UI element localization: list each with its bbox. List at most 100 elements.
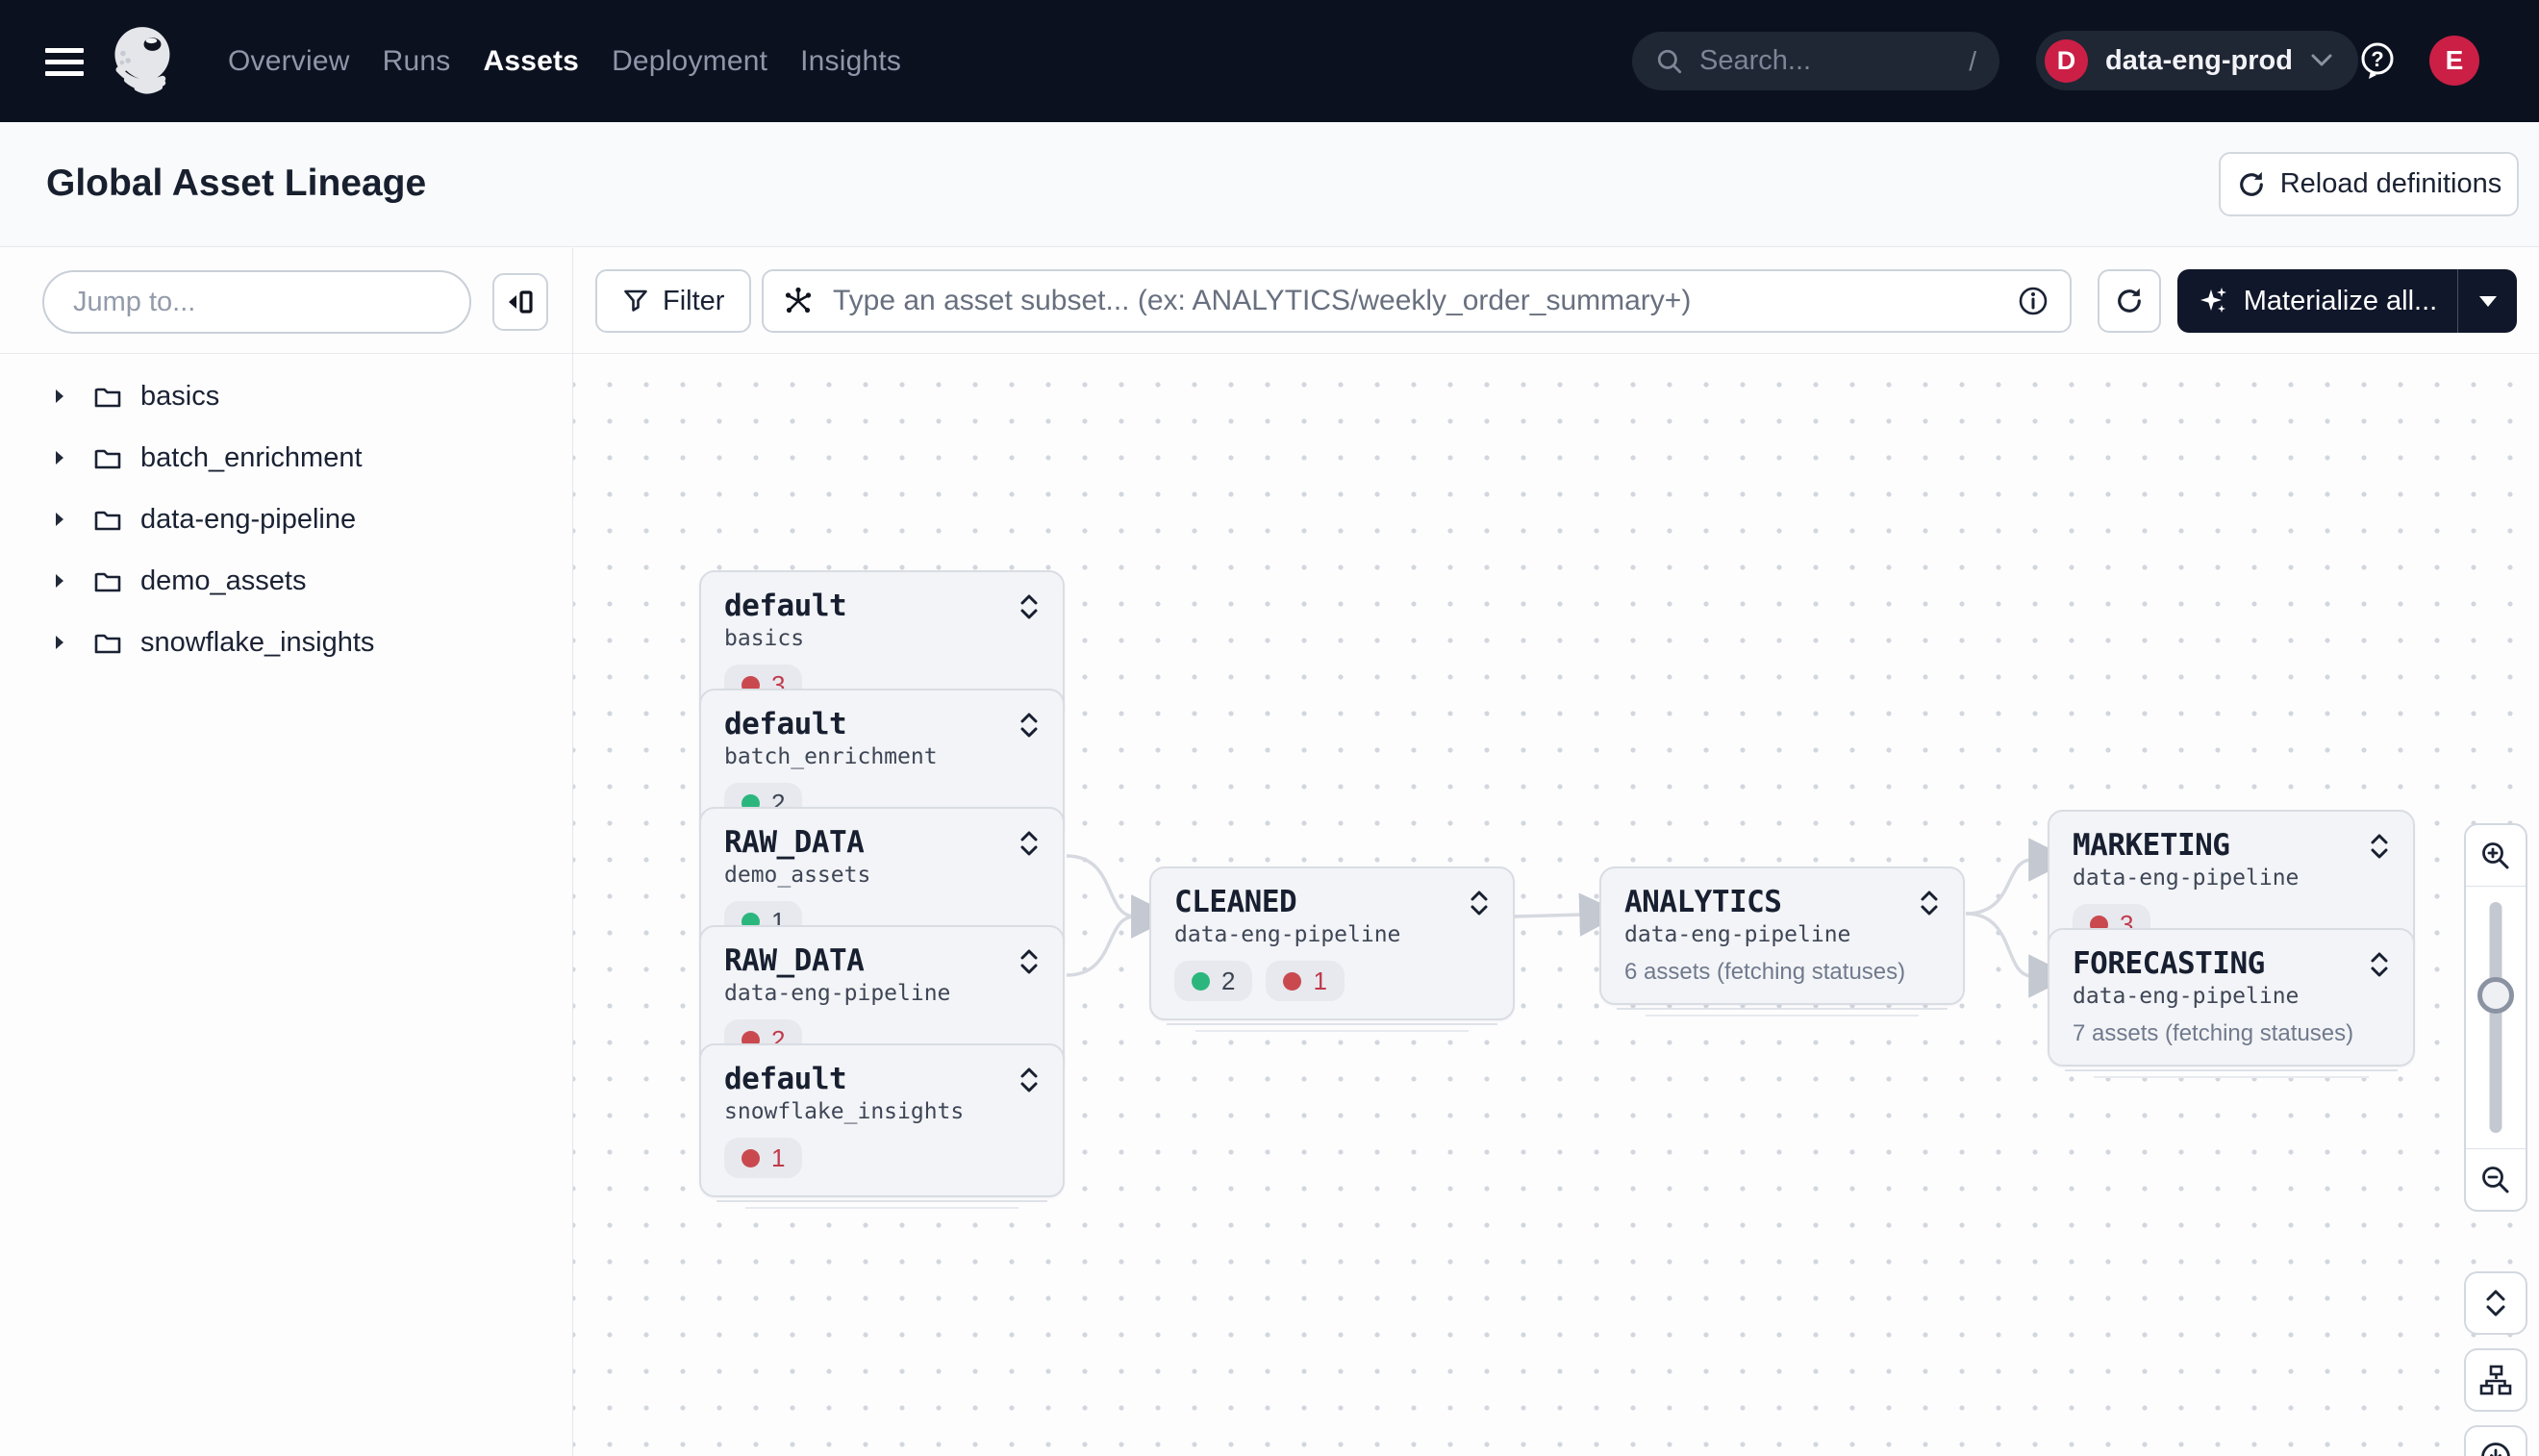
error-dot-icon — [742, 1148, 760, 1167]
expand-all-button[interactable] — [2464, 1271, 2527, 1335]
reload-definitions-button[interactable]: Reload definitions — [2219, 152, 2519, 216]
nav-item-deployment[interactable]: Deployment — [612, 44, 768, 77]
expand-collapse-icon[interactable] — [1469, 889, 1490, 917]
filter-button[interactable]: Filter — [595, 269, 752, 333]
materialize-all-button[interactable]: Materialize all... — [2177, 269, 2457, 333]
chevron-down-icon — [2311, 54, 2332, 66]
group-title: default — [724, 589, 847, 623]
tree-item-label: snowflake_insights — [140, 626, 375, 658]
sidebar-top — [0, 248, 572, 354]
error-dot-icon — [1283, 971, 1302, 991]
group-node-default-snowflake-insights[interactable]: default snowflake_insights 1 — [699, 1043, 1065, 1209]
group-title: FORECASTING — [2073, 946, 2265, 981]
group-repo: data-eng-pipeline — [1624, 922, 1851, 947]
zoom-in-icon — [2482, 841, 2509, 868]
group-repo: data-eng-pipeline — [2073, 866, 2300, 891]
zoom-slider-track[interactable] — [2489, 902, 2502, 1133]
group-title: CLEANED — [1174, 885, 1297, 919]
tree-item-demo-assets[interactable]: demo_assets — [0, 550, 572, 612]
group-repo: data-eng-pipeline — [724, 981, 951, 1006]
zoom-out-button[interactable] — [2466, 1148, 2526, 1210]
user-avatar[interactable]: E — [2429, 36, 2479, 86]
refresh-icon — [2118, 288, 2141, 313]
caret-right-icon[interactable] — [54, 634, 65, 651]
group-node-cleaned[interactable]: CLEANED data-eng-pipeline 2 1 — [1149, 866, 1515, 1032]
asset-count-note: 7 assets (fetching statuses) — [2073, 1020, 2354, 1046]
group-repo: batch_enrichment — [724, 744, 938, 769]
search-icon — [1657, 49, 1682, 73]
info-icon[interactable] — [2018, 286, 2049, 316]
filter-funnel-icon — [624, 289, 647, 312]
asset-subset-input[interactable] — [762, 269, 2072, 333]
success-dot-icon — [1192, 971, 1210, 991]
refresh-graph-button[interactable] — [2098, 269, 2161, 333]
main-area: basics batch_enrichment data-eng-pipelin… — [0, 248, 2539, 1456]
nav-item-runs[interactable]: Runs — [382, 44, 451, 77]
tree-item-label: batch_enrichment — [140, 441, 363, 473]
expand-collapse-icon[interactable] — [1018, 592, 1040, 621]
tree-item-label: demo_assets — [140, 565, 307, 596]
expand-collapse-icon[interactable] — [2369, 832, 2390, 861]
group-title: default — [724, 707, 847, 741]
download-image-button[interactable] — [2464, 1425, 2527, 1456]
caret-down-icon — [2478, 295, 2497, 307]
expand-collapse-icon[interactable] — [1018, 1066, 1040, 1094]
folder-icon — [92, 505, 123, 534]
group-title: ANALYTICS — [1624, 885, 1782, 919]
group-repo: data-eng-pipeline — [1174, 922, 1401, 947]
folder-icon — [92, 628, 123, 657]
expand-collapse-icon[interactable] — [1018, 711, 1040, 740]
expand-collapse-icon[interactable] — [2369, 950, 2390, 979]
unfold-vertical-icon — [2486, 1290, 2505, 1317]
collapse-panel-icon — [509, 290, 533, 314]
svg-text:?: ? — [2371, 47, 2383, 71]
caret-right-icon[interactable] — [54, 449, 65, 466]
tree-item-basics[interactable]: basics — [0, 365, 572, 427]
zoom-controls — [2464, 823, 2527, 1212]
lineage-canvas[interactable]: Filter — [573, 248, 2539, 1456]
materialize-options-button[interactable] — [2457, 269, 2517, 333]
relayout-graph-button[interactable] — [2464, 1348, 2527, 1412]
expand-collapse-icon[interactable] — [1018, 829, 1040, 858]
asset-subset-search — [762, 269, 2072, 333]
group-repo: data-eng-pipeline — [2073, 984, 2300, 1009]
sparkle-icon — [2200, 288, 2226, 313]
deployment-badge: D — [2045, 38, 2088, 83]
group-node-forecasting[interactable]: FORECASTING data-eng-pipeline 7 assets (… — [2048, 928, 2415, 1078]
group-title: RAW_DATA — [724, 943, 865, 978]
status-badge-success: 2 — [1174, 961, 1253, 1001]
expand-collapse-icon[interactable] — [1919, 889, 1940, 917]
hierarchy-icon — [2479, 1365, 2512, 1395]
expand-collapse-icon[interactable] — [1018, 947, 1040, 976]
help-icon[interactable]: ? — [2355, 38, 2400, 83]
tree-item-snowflake-insights[interactable]: snowflake_insights — [0, 612, 572, 673]
global-search[interactable]: / — [1632, 32, 1999, 90]
group-repo: demo_assets — [724, 863, 871, 888]
reload-icon — [2239, 171, 2263, 196]
collapse-sidebar-button[interactable] — [492, 273, 548, 331]
jump-to-input[interactable] — [42, 270, 471, 334]
status-badge-error: 1 — [1266, 961, 1345, 1001]
nav-item-insights[interactable]: Insights — [800, 44, 902, 77]
tree-item-batch-enrichment[interactable]: batch_enrichment — [0, 427, 572, 489]
search-input[interactable] — [1699, 45, 1970, 77]
group-title: MARKETING — [2073, 828, 2230, 863]
caret-right-icon[interactable] — [54, 572, 65, 590]
tree-item-label: basics — [140, 380, 220, 412]
asset-subset-icon — [783, 286, 814, 316]
zoom-in-button[interactable] — [2466, 825, 2526, 887]
caret-right-icon[interactable] — [54, 511, 65, 528]
group-title: RAW_DATA — [724, 825, 865, 860]
caret-right-icon[interactable] — [54, 388, 65, 405]
top-nav: Overview Runs Assets Deployment Insights… — [0, 0, 2539, 122]
folder-icon — [92, 382, 123, 411]
deployment-switcher[interactable]: D data-eng-prod — [2036, 31, 2358, 90]
group-node-analytics[interactable]: ANALYTICS data-eng-pipeline 6 assets (fe… — [1599, 866, 1965, 1017]
nav-item-assets[interactable]: Assets — [483, 44, 580, 77]
hamburger-menu-icon[interactable] — [45, 48, 84, 76]
nav-item-overview[interactable]: Overview — [228, 44, 350, 77]
tree-item-label: data-eng-pipeline — [140, 503, 357, 535]
zoom-slider-handle[interactable] — [2477, 977, 2514, 1014]
tree-item-data-eng-pipeline[interactable]: data-eng-pipeline — [0, 489, 572, 550]
canvas-zoom-toolbar — [2464, 823, 2527, 1456]
